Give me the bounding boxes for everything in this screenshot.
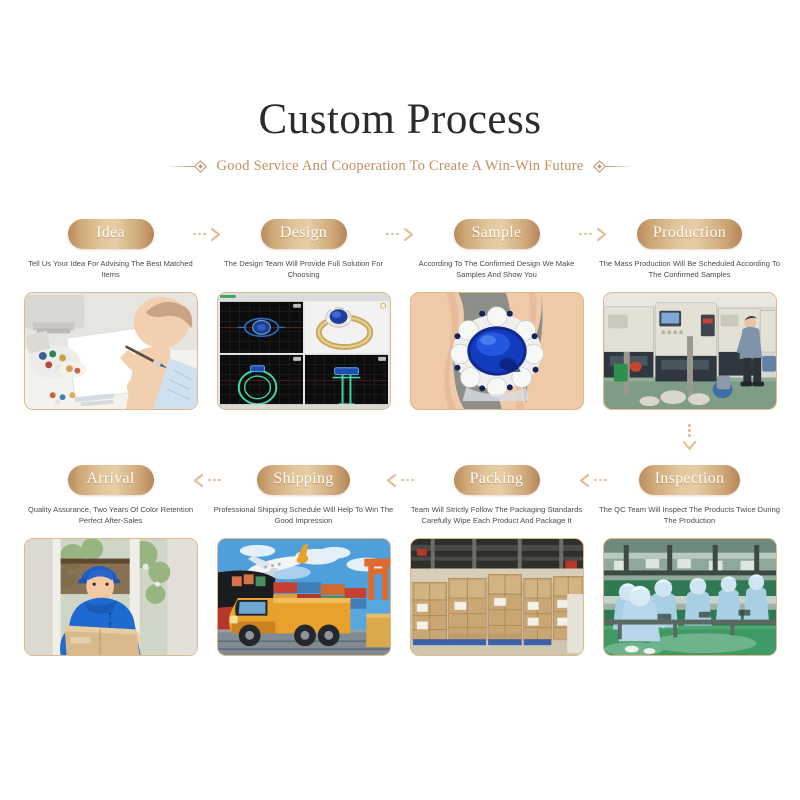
step-shipping: Shipping Professional Shipping Schedule … [207, 462, 414, 656]
step-production: Production The Mass Production Will Be S… [593, 216, 786, 410]
arrow-design-to-sample [373, 216, 427, 252]
chevron-left-icon [580, 473, 590, 487]
arrow-dots-icon [193, 232, 206, 236]
step-sample: Sample According To The Confirmed Design… [400, 216, 606, 410]
diamond-icon [592, 160, 606, 173]
sample-photo-sapphire-ring-in-hand [409, 292, 584, 410]
badge-line: Shipping [207, 462, 400, 498]
arrow-production-to-inspection [682, 424, 697, 451]
step-badge-inspection[interactable]: Inspection [638, 465, 741, 495]
step-caption-sample: According To The Confirmed Design We Mak… [418, 259, 575, 279]
step-arrival: Arrival Quality Assurance, Two Years Of … [14, 462, 221, 656]
step-caption-idea: Tell Us Your Idea For Advising The Best … [28, 259, 193, 279]
ornament-right [592, 160, 632, 173]
step-badge-shipping[interactable]: Shipping [257, 465, 350, 495]
diamond-icon [194, 160, 208, 173]
connector-slot-empty [14, 424, 207, 451]
arrow-sample-to-production [566, 216, 620, 252]
design-photo-cad-ring-software [216, 292, 391, 410]
step-caption-shipping: Professional Shipping Schedule Will Help… [213, 505, 394, 525]
step-caption-inspection: The QC Team Will Inspect The Products Tw… [598, 505, 781, 525]
arrow-dots-icon [386, 232, 399, 236]
arrow-dots-icon [594, 478, 607, 482]
step-caption-production: The Mass Production Will Be Scheduled Ac… [599, 259, 780, 279]
step-badge-idea[interactable]: Idea [67, 219, 154, 249]
process-row-2: Arrival Quality Assurance, Two Years Of … [0, 462, 800, 656]
step-packing: Packing Team Will Strictly Follow The Pa… [400, 462, 607, 656]
arrow-dots-icon [401, 478, 414, 482]
step-badge-packing[interactable]: Packing [453, 465, 540, 495]
arrow-dots-icon [208, 478, 221, 482]
step-badge-design[interactable]: Design [260, 219, 347, 249]
connector-slot-down [593, 424, 786, 451]
arrow-inspection-to-packing [566, 462, 620, 498]
chevron-left-icon [387, 473, 397, 487]
step-badge-sample[interactable]: Sample [453, 219, 540, 249]
step-caption-packing: Team Will Strictly Follow The Packaging … [410, 505, 583, 525]
badge-line: Production [593, 216, 786, 252]
arrow-dots-icon [688, 424, 691, 437]
arrival-photo-delivery-man-with-box [23, 538, 198, 656]
badge-line: Arrival [14, 462, 207, 498]
step-badge-arrival[interactable]: Arrival [67, 465, 154, 495]
badge-line: Design [207, 216, 400, 252]
connector-slot-empty [400, 424, 593, 451]
header: Custom Process Good Service And Cooperat… [0, 0, 800, 175]
chevron-right-icon [210, 227, 220, 241]
arrow-idea-to-design [180, 216, 234, 252]
step-caption-design: The Design Team Will Provide Full Soluti… [224, 259, 383, 279]
chevron-right-icon [596, 227, 606, 241]
chevron-right-icon [403, 227, 413, 241]
packing-photo-warehouse-cartons [409, 538, 584, 656]
row-connector [0, 424, 800, 451]
step-design: Design The Design Team Will Provide Full… [207, 216, 413, 410]
page-title: Custom Process [258, 96, 542, 143]
shipping-photo-truck-plane-containers [216, 538, 391, 656]
step-caption-arrival: Quality Assurance, Two Years Of Color Re… [27, 505, 194, 525]
chevron-down-icon [682, 440, 697, 450]
ornament-line-left [168, 166, 195, 167]
subtitle-row: Good Service And Cooperation To Create A… [0, 158, 800, 175]
idea-photo-designer-sketching [23, 292, 198, 410]
badge-line: Sample [400, 216, 593, 252]
badge-line: Idea [14, 216, 207, 252]
chevron-left-icon [194, 473, 204, 487]
inspection-photo-qc-workers-assembly-line [602, 538, 777, 656]
process-row-1: Idea Tell Us Your Idea For Advising The … [0, 216, 800, 410]
badge-line: Inspection [593, 462, 786, 498]
arrow-dots-icon [579, 232, 592, 236]
step-idea: Idea Tell Us Your Idea For Advising The … [14, 216, 220, 410]
ornament-left [168, 160, 208, 173]
step-badge-production[interactable]: Production [636, 219, 743, 249]
ornament-line-right [605, 166, 632, 167]
arrow-packing-to-shipping [373, 462, 427, 498]
connector-slot-empty [207, 424, 400, 451]
badge-line: Packing [400, 462, 593, 498]
step-inspection: Inspection The QC Team Will Inspect The … [593, 462, 786, 656]
page-subtitle: Good Service And Cooperation To Create A… [216, 158, 584, 174]
arrow-shipping-to-arrival [180, 462, 234, 498]
production-photo-factory-cnc-machines [602, 292, 777, 410]
